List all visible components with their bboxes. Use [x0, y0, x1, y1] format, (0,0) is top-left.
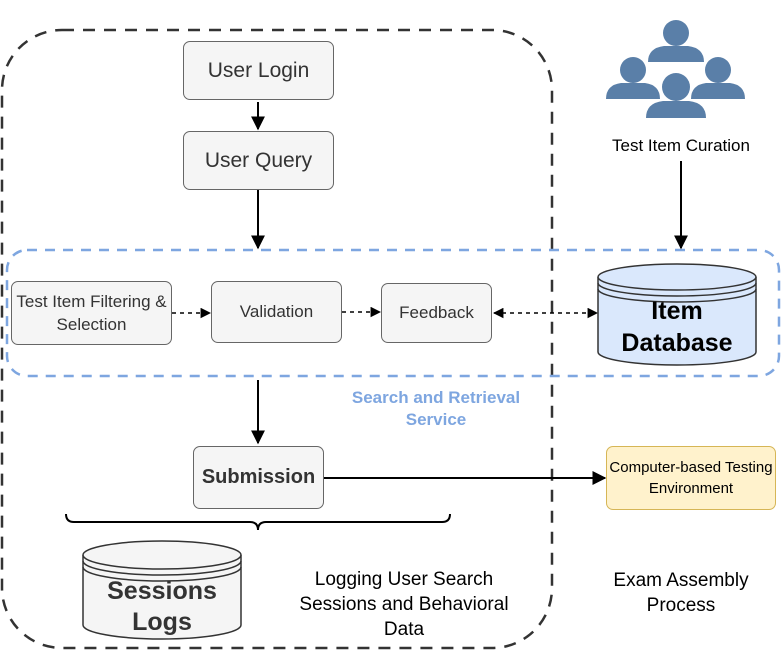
search-retrieval-region: [5, 248, 781, 378]
test-item-curation-label: Test Item Curation: [612, 136, 750, 155]
sessions-logs-cylinder: [82, 540, 242, 640]
validation-label: Validation: [239, 302, 314, 321]
submission-box: Submission: [193, 446, 324, 509]
filtering-label: Test Item Filtering & Selection: [16, 292, 167, 334]
search-retrieval-label: Search and Retrieval Service: [351, 388, 521, 429]
exam-assembly-label: Exam Assembly Process: [613, 570, 749, 616]
user-query-box: User Query: [183, 131, 334, 190]
user-query-label: User Query: [204, 148, 313, 172]
filtering-box: Test Item Filtering & Selection: [11, 281, 172, 345]
user-login-box: User Login: [183, 41, 334, 100]
users-group-icon: [606, 20, 745, 118]
item-database-cylinder: [597, 263, 757, 366]
logging-region: [0, 28, 554, 650]
submission-label: Submission: [201, 466, 316, 488]
item-database-label: Item Database: [621, 297, 733, 357]
cbt-environment-box: Computer-based Testing Environment: [606, 446, 776, 510]
validation-box: Validation: [211, 281, 342, 343]
feedback-label: Feedback: [399, 303, 474, 322]
feedback-box: Feedback: [381, 283, 492, 343]
sessions-logs-label: Sessions Logs: [107, 577, 217, 636]
cbt-environment-label: Computer-based Testing Environment: [609, 459, 773, 497]
logging-label: Logging User Search Sessions and Behavio…: [299, 569, 509, 640]
logs-brace: [65, 513, 451, 531]
user-login-label: User Login: [207, 58, 310, 82]
